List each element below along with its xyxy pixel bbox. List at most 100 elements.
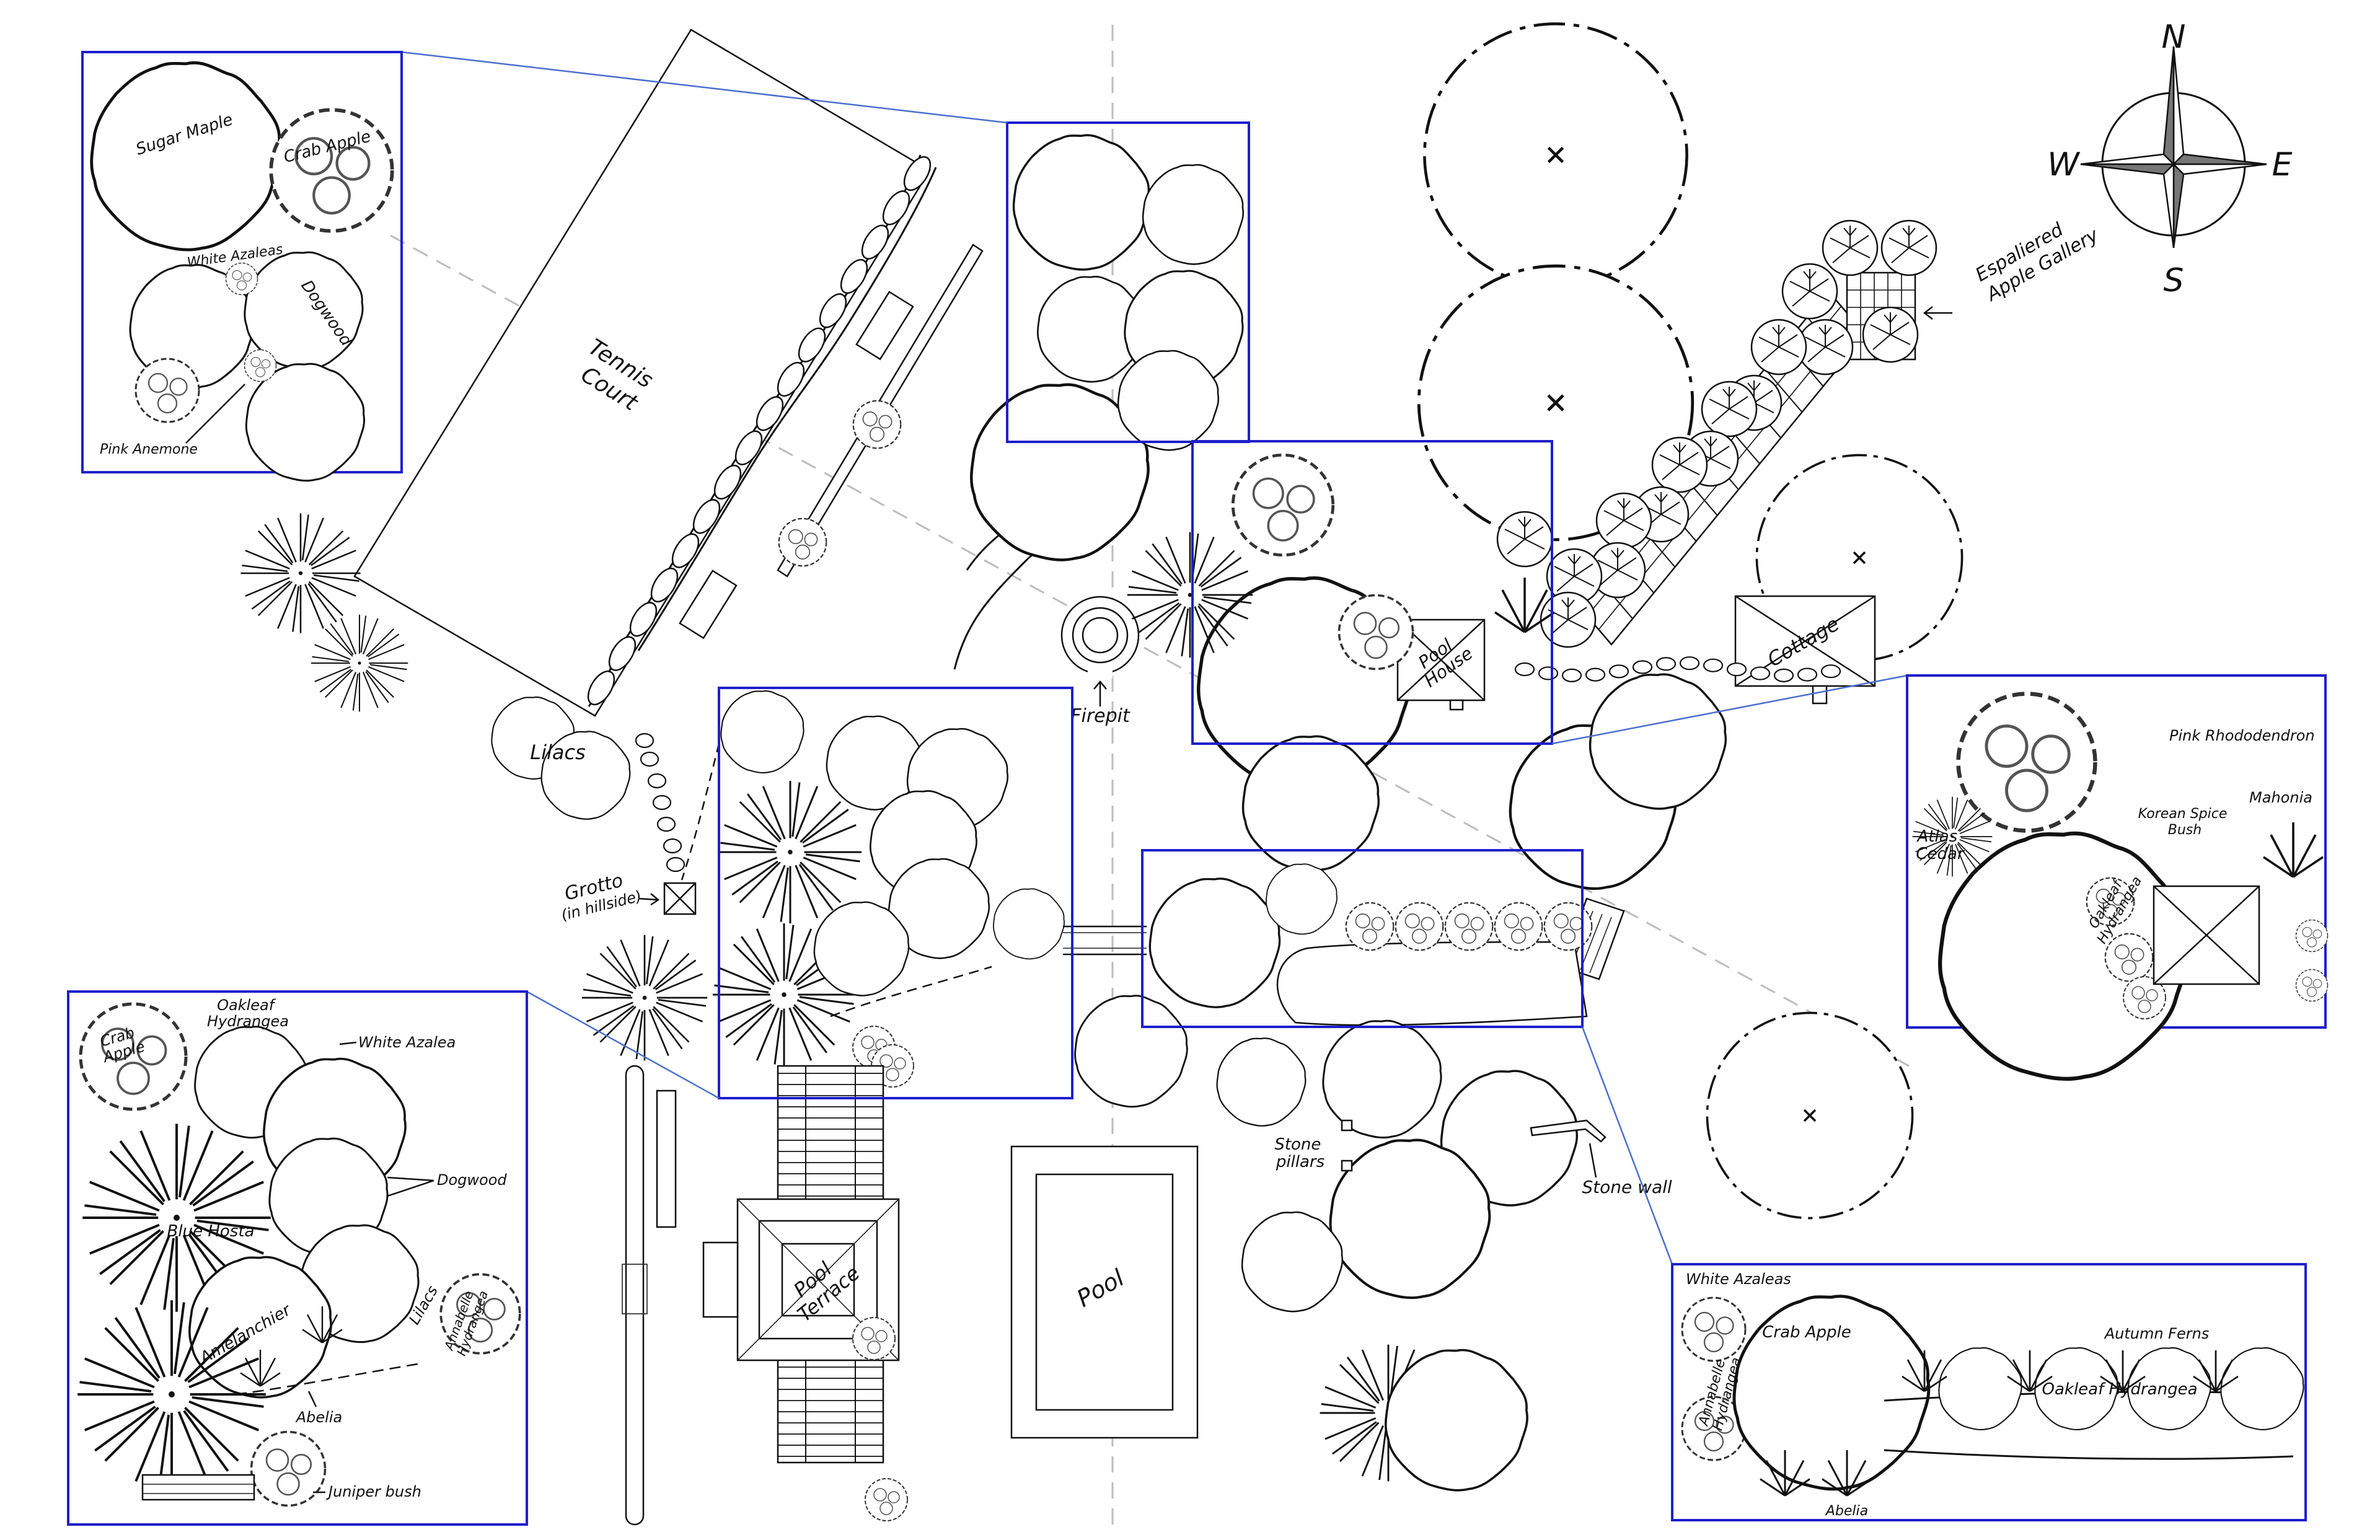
apple-tree (1781, 263, 1838, 320)
inset-br-autumn-ferns: Autumn Ferns (2104, 1325, 2210, 1342)
hedge-shrub (650, 567, 679, 603)
stepping-stone (1538, 666, 1559, 680)
shrub (852, 1317, 896, 1360)
hedge-shrub (798, 327, 826, 363)
hedge-shrub (861, 224, 889, 260)
lilacs-label: Lilacs (530, 741, 585, 764)
hedge-shrub (819, 293, 847, 328)
hedge-shrub (882, 190, 910, 226)
tree-canopy (1216, 1037, 1307, 1127)
hedge-shrub (692, 499, 721, 534)
inset-br-crab-apple: Crab Apple (1762, 1323, 1851, 1342)
stepping-stones-east (1514, 656, 1841, 682)
callout-frame-woodland (718, 687, 1073, 1099)
inset-r-korean-spice-1: Korean Spice (2138, 806, 2228, 822)
svg-text:Korean Spice Bush: Korean Spice Bush (2138, 806, 2232, 838)
tree-canopy (1331, 1140, 1490, 1298)
leader-line (1581, 1026, 1673, 1265)
inset-r-korean-spice-2: Bush (2168, 822, 2202, 838)
apple-tree (1822, 219, 1879, 276)
grotto-path (681, 743, 720, 881)
walkway (1063, 925, 1147, 956)
shrub (865, 1478, 908, 1521)
apple-tree (1880, 219, 1937, 276)
inset-bottom-right: White Azaleas Annabelle Hydrangea Crab A… (1671, 1263, 2307, 1521)
stepping-stone (1585, 667, 1606, 682)
tree-canopy (1241, 1211, 1344, 1313)
compass-s: S (2163, 262, 2184, 299)
stepping-stone (663, 838, 682, 854)
stepping-stone (1514, 662, 1535, 677)
espaliered-arrow (1923, 306, 1952, 320)
compass-w: W (2047, 146, 2081, 183)
hedge-shrub (608, 636, 637, 671)
inset-r-mahonia: Mahonia (2249, 789, 2312, 806)
callout-frame-north (1006, 121, 1250, 443)
svg-text:Oakleaf Hydrangea: Oakleaf Hydrangea (207, 997, 289, 1030)
hedge-shrub (840, 258, 868, 294)
svg-text:Atlas Cedar: Atlas Cedar (1916, 827, 1965, 863)
apple-tree (1651, 436, 1708, 493)
stepping-stone (635, 733, 654, 749)
cottage: Cottage (1734, 595, 1876, 705)
apple-tree (1540, 591, 1597, 648)
inset-bl-blue-hosta: Blue Hosta (167, 1222, 255, 1241)
hedge-pills (587, 156, 932, 706)
svg-text:Stone pillars: Stone pillars (1274, 1135, 1326, 1171)
pool-terrace: Pool Terrace (702, 1065, 900, 1464)
apple-tree (1750, 319, 1807, 376)
large-tree (1706, 1011, 1914, 1220)
apple-tree (1496, 511, 1553, 568)
svg-text:Espaliered Apple Gallery: Espaliered Apple Gallery (1971, 205, 2103, 306)
stepping-stone (1820, 664, 1841, 679)
inset-tl-pink-anemone: Pink Anemone (100, 442, 198, 457)
inset-bl-oakleaf-2: Hydrangea (207, 1013, 289, 1030)
stepping-stone (1679, 656, 1700, 671)
stone-pillars: Stone pillars (1274, 1119, 1353, 1172)
hedge-shrub (756, 396, 784, 431)
callout-frame-bed (1141, 849, 1584, 1028)
stepping-stone (1561, 668, 1582, 682)
grotto: Grotto (in hillside) (560, 869, 697, 924)
stepping-stone (656, 816, 676, 832)
tennis-court: Tennis Court (353, 29, 931, 717)
compass-rose: N S E W (2047, 19, 2292, 299)
inset-right: Pink Rhododendron Korean Spice Bush Maho… (1906, 674, 2329, 1079)
firepit-label: Firepit (1070, 705, 1130, 727)
west-walkway (622, 1065, 677, 1526)
inset-r-atlas-2: Cedar (1916, 845, 1965, 863)
leader-line (401, 51, 1008, 124)
compass-n: N (2162, 19, 2186, 56)
leader-line (1551, 674, 1908, 745)
stone-pillars-label-2: pillars (1276, 1153, 1324, 1171)
inset-r-atlas-1: Atlas (1916, 827, 1958, 846)
large-tree (1424, 24, 1686, 286)
stone-wall: Stone wall (1530, 1119, 1672, 1197)
stepping-stone (1750, 666, 1771, 680)
hedge-shrub (777, 361, 805, 397)
stone-pillars-label-1: Stone (1274, 1135, 1321, 1154)
stepping-stone (1773, 668, 1794, 682)
stepping-stone (647, 773, 667, 789)
leader-line (526, 990, 720, 1099)
shrub (778, 517, 827, 567)
inset-top-left: Sugar Maple Crab Apple White Azaleas Dog… (81, 51, 403, 482)
callout-frame-poolhouse (1191, 440, 1553, 745)
stepping-stones (635, 733, 685, 873)
compass-e: E (2272, 146, 2293, 183)
stepping-stone (640, 751, 659, 767)
pool: Pool (1010, 1145, 1199, 1439)
apple-tree (1862, 306, 1919, 363)
hedge-shrub (734, 430, 763, 465)
firepit: Firepit (1060, 596, 1140, 727)
woodland-block (712, 690, 1065, 1088)
stone-wall-label: Stone wall (1582, 1177, 1672, 1197)
stepping-stone (1797, 667, 1818, 682)
inset-bl-white-azalea: White Azalea (358, 1034, 456, 1051)
tree-canopy (1589, 673, 1727, 810)
pool-house-area: Pool House (1126, 455, 1556, 872)
bench-2 (679, 570, 738, 640)
conifer (581, 934, 708, 1062)
shrub (852, 400, 902, 449)
